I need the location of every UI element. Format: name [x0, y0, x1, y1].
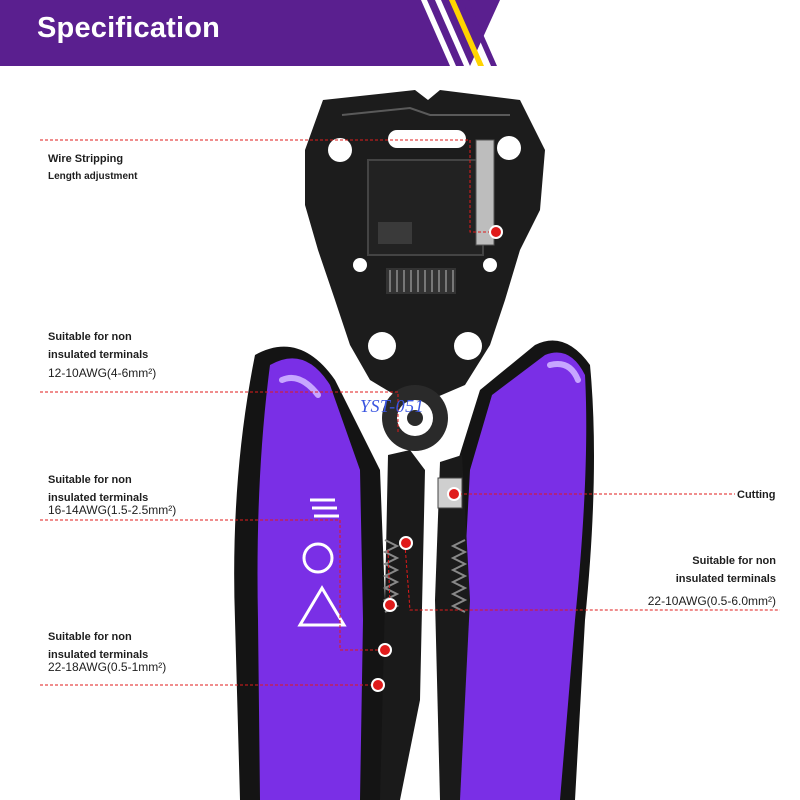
model-watermark: YST-051	[360, 396, 425, 416]
header-title-background	[0, 0, 470, 66]
callout-title-line2: insulated terminals	[48, 649, 149, 661]
callout-terminals-22-18awg: Suitable for non insulated terminals 22-…	[48, 628, 166, 676]
callout-terminals-12-10awg: Suitable for non insulated terminals 12-…	[48, 328, 156, 382]
callout-spec: 12-10AWG(4-6mm²)	[48, 366, 157, 380]
callout-lines	[40, 139, 780, 686]
callout-title-line1: Suitable for non	[692, 555, 776, 567]
callout-title-line2: insulated terminals	[48, 349, 149, 361]
callout-spec: 22-10AWG(0.5-6.0mm²)	[647, 594, 776, 608]
callout-spec: 16-14AWG(1.5-2.5mm²)	[48, 503, 177, 517]
callout-dots	[371, 225, 503, 692]
callout-subtitle: Length adjustment	[48, 171, 138, 182]
callout-spec: 22-18AWG(0.5-1mm²)	[48, 660, 167, 674]
callout-title-line2: insulated terminals	[675, 573, 776, 585]
callout-title-line1: Suitable for non	[48, 474, 132, 486]
callout-terminals-16-14awg: Suitable for non insulated terminals 16-…	[48, 471, 176, 519]
callout-cutting: Cutting	[737, 486, 775, 504]
callout-title: Wire Stripping	[48, 153, 124, 165]
callout-title-line1: Suitable for non	[48, 631, 132, 643]
callout-terminals-22-10awg: Suitable for non insulated terminals 22-…	[648, 552, 776, 610]
callout-wire-stripping: Wire Stripping Length adjustment	[48, 150, 137, 186]
callout-title: Cutting	[737, 489, 776, 501]
callout-title-line1: Suitable for non	[48, 331, 132, 343]
header-bar: Specification	[0, 0, 800, 66]
header-stripes	[421, 0, 500, 66]
callout-title-line2: insulated terminals	[48, 492, 149, 504]
page-title: Specification	[37, 12, 221, 44]
